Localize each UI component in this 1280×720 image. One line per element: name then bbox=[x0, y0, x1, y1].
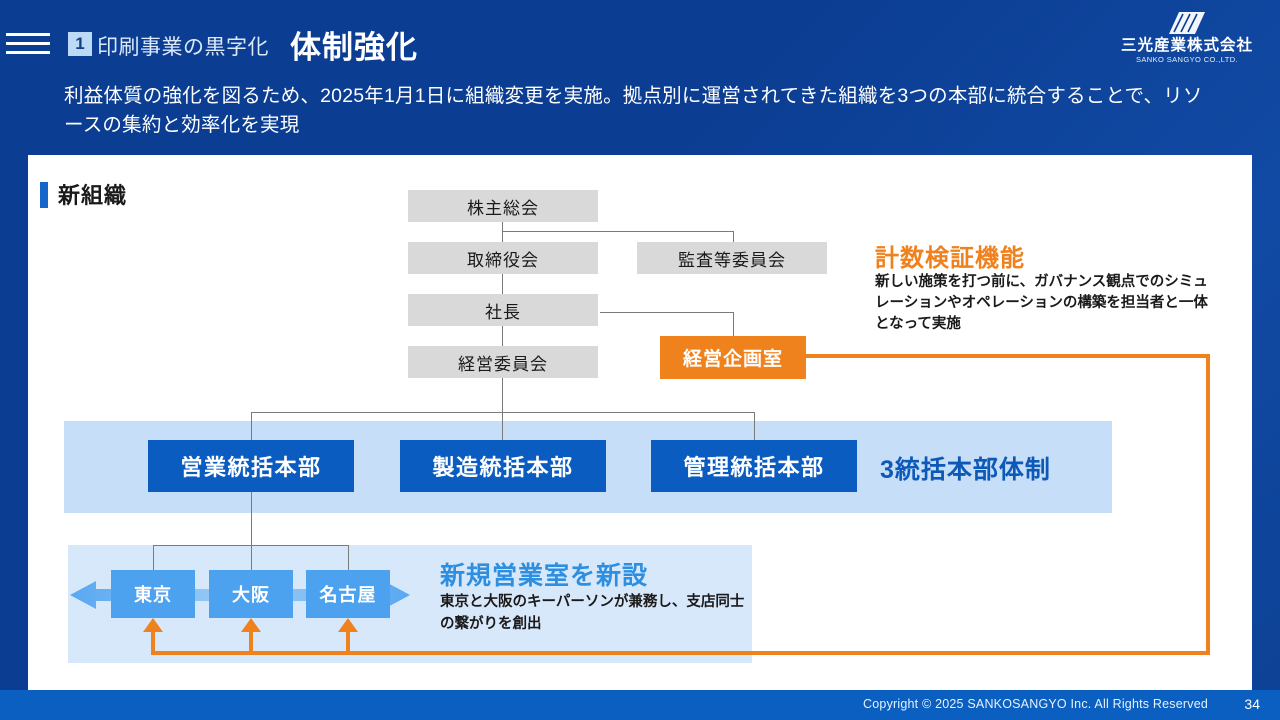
connector-sales-down bbox=[251, 491, 253, 545]
connector-to-tokyo bbox=[153, 545, 155, 570]
connector-mgmt-down bbox=[502, 378, 504, 438]
orange-route-top bbox=[806, 354, 1210, 358]
connector-to-nagoya bbox=[348, 545, 350, 570]
orange-route-right bbox=[1206, 354, 1210, 655]
branch-box-tokyo[interactable]: 東京 bbox=[111, 570, 195, 618]
company-logo: 三光産業株式会社 SANKO SANGYO CO.,LTD. bbox=[1112, 12, 1262, 68]
org-box-audit-committee[interactable]: 監査等委員会 bbox=[637, 242, 827, 274]
connector-to-audit bbox=[733, 231, 735, 248]
org-box-president[interactable]: 社長 bbox=[408, 294, 598, 326]
orange-route-up-osaka bbox=[249, 630, 253, 655]
sanko-logo-mark-icon bbox=[1169, 12, 1205, 34]
callout-title: 計数検証機能 bbox=[875, 245, 1025, 272]
footer-page-number: 34 bbox=[1244, 696, 1260, 712]
orange-route-up-nagoya bbox=[346, 630, 350, 655]
division-box-sales[interactable]: 営業統括本部 bbox=[148, 440, 354, 492]
section-marker bbox=[40, 182, 48, 208]
org-box-management-committee[interactable]: 経営委員会 bbox=[408, 346, 598, 378]
footer-band bbox=[0, 690, 1280, 720]
hamburger-icon bbox=[6, 33, 50, 55]
section-number-badge: 1 bbox=[68, 32, 92, 56]
org-box-board-of-directors[interactable]: 取締役会 bbox=[408, 242, 598, 274]
connector-president-to-mgmt bbox=[502, 325, 504, 351]
division-box-manufacturing[interactable]: 製造統括本部 bbox=[400, 440, 606, 492]
footer-copyright: Copyright © 2025 SANKOSANGYO Inc. All Ri… bbox=[863, 697, 1208, 711]
connector-shareholders-to-board bbox=[502, 222, 504, 248]
orange-route-bottom bbox=[153, 651, 1210, 655]
divisions-caption: 3統括本部体制 bbox=[880, 456, 1051, 484]
connector-to-sales-division bbox=[251, 412, 253, 440]
connector-bus-audit bbox=[502, 231, 734, 233]
page-title: 体制強化 bbox=[290, 30, 418, 65]
connector-to-manufacturing-division bbox=[502, 412, 504, 440]
orange-arrowhead-nagoya-icon bbox=[338, 618, 358, 632]
callout-body: 新しい施策を打つ前に、ガバナンス観点でのシミュレーションやオペレーションの構築を… bbox=[875, 274, 1208, 332]
logo-name-jp: 三光産業株式会社 bbox=[1120, 37, 1253, 54]
orange-route-up-tokyo bbox=[151, 630, 155, 655]
branches-title: 新規営業室を新設 bbox=[440, 562, 649, 590]
branch-box-nagoya[interactable]: 名古屋 bbox=[306, 570, 390, 618]
logo-name-en: SANKO SANGYO CO.,LTD. bbox=[1135, 55, 1239, 64]
connector-planning-drop bbox=[733, 312, 735, 336]
branch-box-osaka[interactable]: 大阪 bbox=[209, 570, 293, 618]
page-subtitle: 利益体質の強化を図るため、2025年1月1日に組織変更を実施。拠点別に運営されて… bbox=[64, 85, 1203, 136]
division-box-administration[interactable]: 管理統括本部 bbox=[651, 440, 857, 492]
connector-board-to-president bbox=[502, 274, 504, 300]
connector-president-to-planning bbox=[600, 312, 734, 314]
connector-to-admin-division bbox=[754, 412, 756, 440]
orange-arrowhead-tokyo-icon bbox=[143, 618, 163, 632]
branches-body: 東京と大阪のキーパーソンが兼務し、支店同士の繋がりを創出 bbox=[440, 594, 745, 632]
orange-arrowhead-osaka-icon bbox=[241, 618, 261, 632]
connector-to-osaka bbox=[251, 545, 253, 570]
org-box-planning-office[interactable]: 経営企画室 bbox=[660, 336, 806, 379]
section-title: 新組織 bbox=[58, 183, 128, 208]
org-box-shareholders-meeting[interactable]: 株主総会 bbox=[408, 190, 598, 222]
header-kicker: 印刷事業の黒字化 bbox=[97, 36, 269, 59]
